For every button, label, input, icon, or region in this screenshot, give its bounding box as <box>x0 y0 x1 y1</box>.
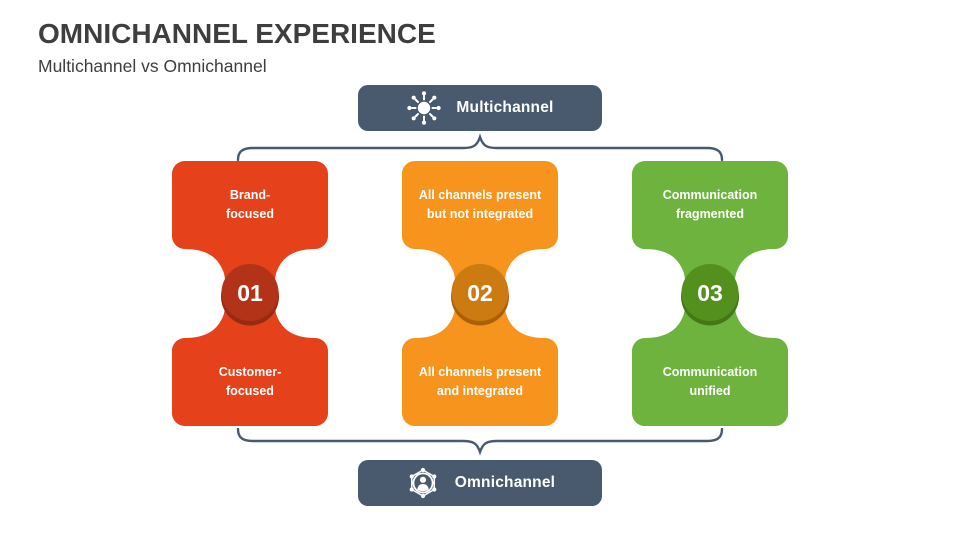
column-shape-3: 03 <box>632 161 788 426</box>
omnichannel-label: Omnichannel <box>454 474 556 491</box>
badge-circle <box>221 264 279 321</box>
badge-number: 02 <box>467 280 493 306</box>
user-network-icon <box>409 467 437 499</box>
multichannel-label: Multichannel <box>456 99 554 116</box>
badge-number: 01 <box>237 280 263 306</box>
column-1-top-label: Brand- focused <box>226 187 274 221</box>
column-2-top-label: All channels present but not integrated <box>418 187 542 221</box>
column-3-bottom-label: Communication unified <box>662 364 758 398</box>
top-brace <box>236 133 724 161</box>
badge-circle <box>681 264 739 321</box>
omnichannel-pill: Omnichannel <box>358 460 602 506</box>
slide-title: OMNICHANNEL EXPERIENCE <box>38 18 436 49</box>
column-1-bottom-label: Customer- focused <box>218 364 282 398</box>
multichannel-pill: Multichannel <box>358 85 602 131</box>
column-shape-2: 02 <box>402 161 558 426</box>
badge-circle <box>451 264 509 321</box>
column-shape-1: 01 <box>172 161 328 426</box>
hub-network-icon <box>407 91 442 125</box>
badge-number: 03 <box>697 280 723 306</box>
slide-subtitle: Multichannel vs Omnichannel <box>38 56 267 76</box>
column-2-bottom-label: All channels present and integrated <box>418 364 542 398</box>
bottom-brace <box>236 428 724 456</box>
column-3-top-label: Communication fragmented <box>662 187 758 221</box>
